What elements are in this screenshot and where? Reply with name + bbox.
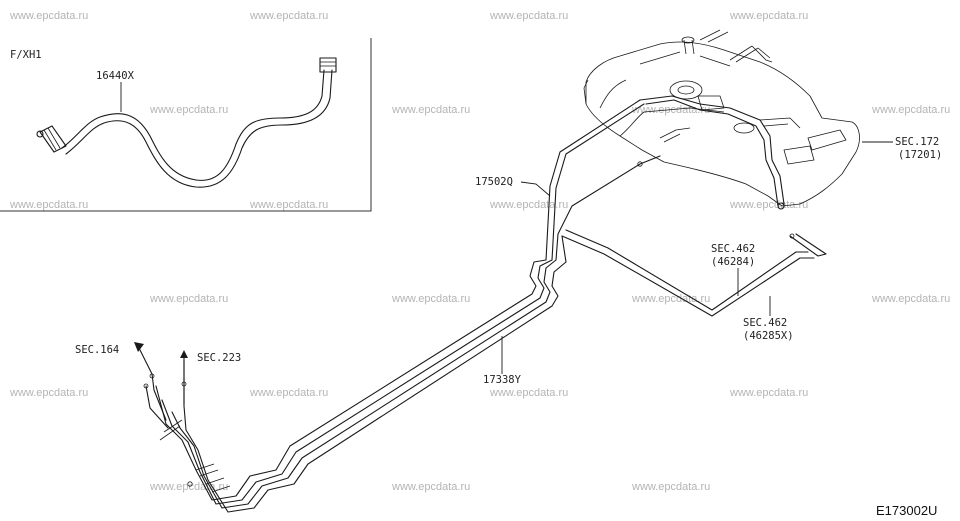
- arrow-down-icon: [134, 342, 167, 421]
- watermark: www.epcdata.ru: [871, 293, 950, 305]
- callout-17338y[interactable]: 17338Y: [483, 374, 522, 386]
- rear-line-sec462[interactable]: [561, 229, 827, 317]
- inset-panel: F/XH1 16440X: [0, 38, 372, 212]
- watermark: www.epcdata.ru: [631, 293, 710, 305]
- watermark-layer: www.epcdata.ru www.epcdata.ru www.epcdat…: [9, 10, 950, 493]
- leader-17502q: [520, 181, 551, 197]
- inset-variant-label[interactable]: F/XH1: [10, 49, 42, 61]
- watermark: www.epcdata.ru: [391, 481, 470, 493]
- watermark: www.epcdata.ru: [729, 10, 808, 22]
- fuel-pump-sender[interactable]: [669, 80, 703, 100]
- watermark: www.epcdata.ru: [9, 10, 88, 22]
- watermark: www.epcdata.ru: [249, 10, 328, 22]
- callout-sec462-b[interactable]: SEC.462: [743, 317, 787, 329]
- fuel-tank[interactable]: [583, 29, 860, 210]
- watermark: www.epcdata.ru: [149, 293, 228, 305]
- watermark: www.epcdata.ru: [489, 199, 568, 211]
- watermark: www.epcdata.ru: [631, 481, 710, 493]
- diagram-code: E173002U: [876, 503, 937, 518]
- watermark: www.epcdata.ru: [729, 387, 808, 399]
- main-fuel-line[interactable]: [155, 235, 567, 513]
- watermark: www.epcdata.ru: [871, 104, 950, 116]
- watermark: www.epcdata.ru: [729, 199, 808, 211]
- callout-sec223[interactable]: SEC.223: [197, 352, 241, 364]
- callout-sec462-b-ref: (46285X): [743, 330, 794, 342]
- tank-bracket: [807, 129, 847, 151]
- inset-frame: [0, 38, 372, 212]
- hose-end-fitting: [319, 57, 337, 73]
- watermark: www.epcdata.ru: [249, 387, 328, 399]
- hose-17502q[interactable]: [545, 99, 661, 261]
- callout-sec172-ref: (17201): [898, 149, 942, 161]
- watermark: www.epcdata.ru: [9, 387, 88, 399]
- callout-sec172[interactable]: SEC.172: [895, 136, 939, 148]
- watermark: www.epcdata.ru: [249, 199, 328, 211]
- callout-sec462-a[interactable]: SEC.462: [711, 243, 755, 255]
- quick-connector-icon: [36, 125, 67, 153]
- watermark: www.epcdata.ru: [489, 10, 568, 22]
- left-branch-fittings: [143, 383, 193, 487]
- callout-sec164[interactable]: SEC.164: [75, 344, 119, 356]
- callout-sec462-a-ref: (46284): [711, 256, 755, 268]
- watermark: www.epcdata.ru: [489, 387, 568, 399]
- callout-17502q[interactable]: 17502Q: [475, 176, 513, 188]
- watermark: www.epcdata.ru: [391, 104, 470, 116]
- hose-16440x[interactable]: [36, 57, 337, 188]
- inset-part-number[interactable]: 16440X: [96, 70, 135, 82]
- watermark: www.epcdata.ru: [149, 104, 228, 116]
- watermark: www.epcdata.ru: [9, 199, 88, 211]
- watermark: www.epcdata.ru: [391, 293, 470, 305]
- arrow-up-icon: [180, 350, 188, 405]
